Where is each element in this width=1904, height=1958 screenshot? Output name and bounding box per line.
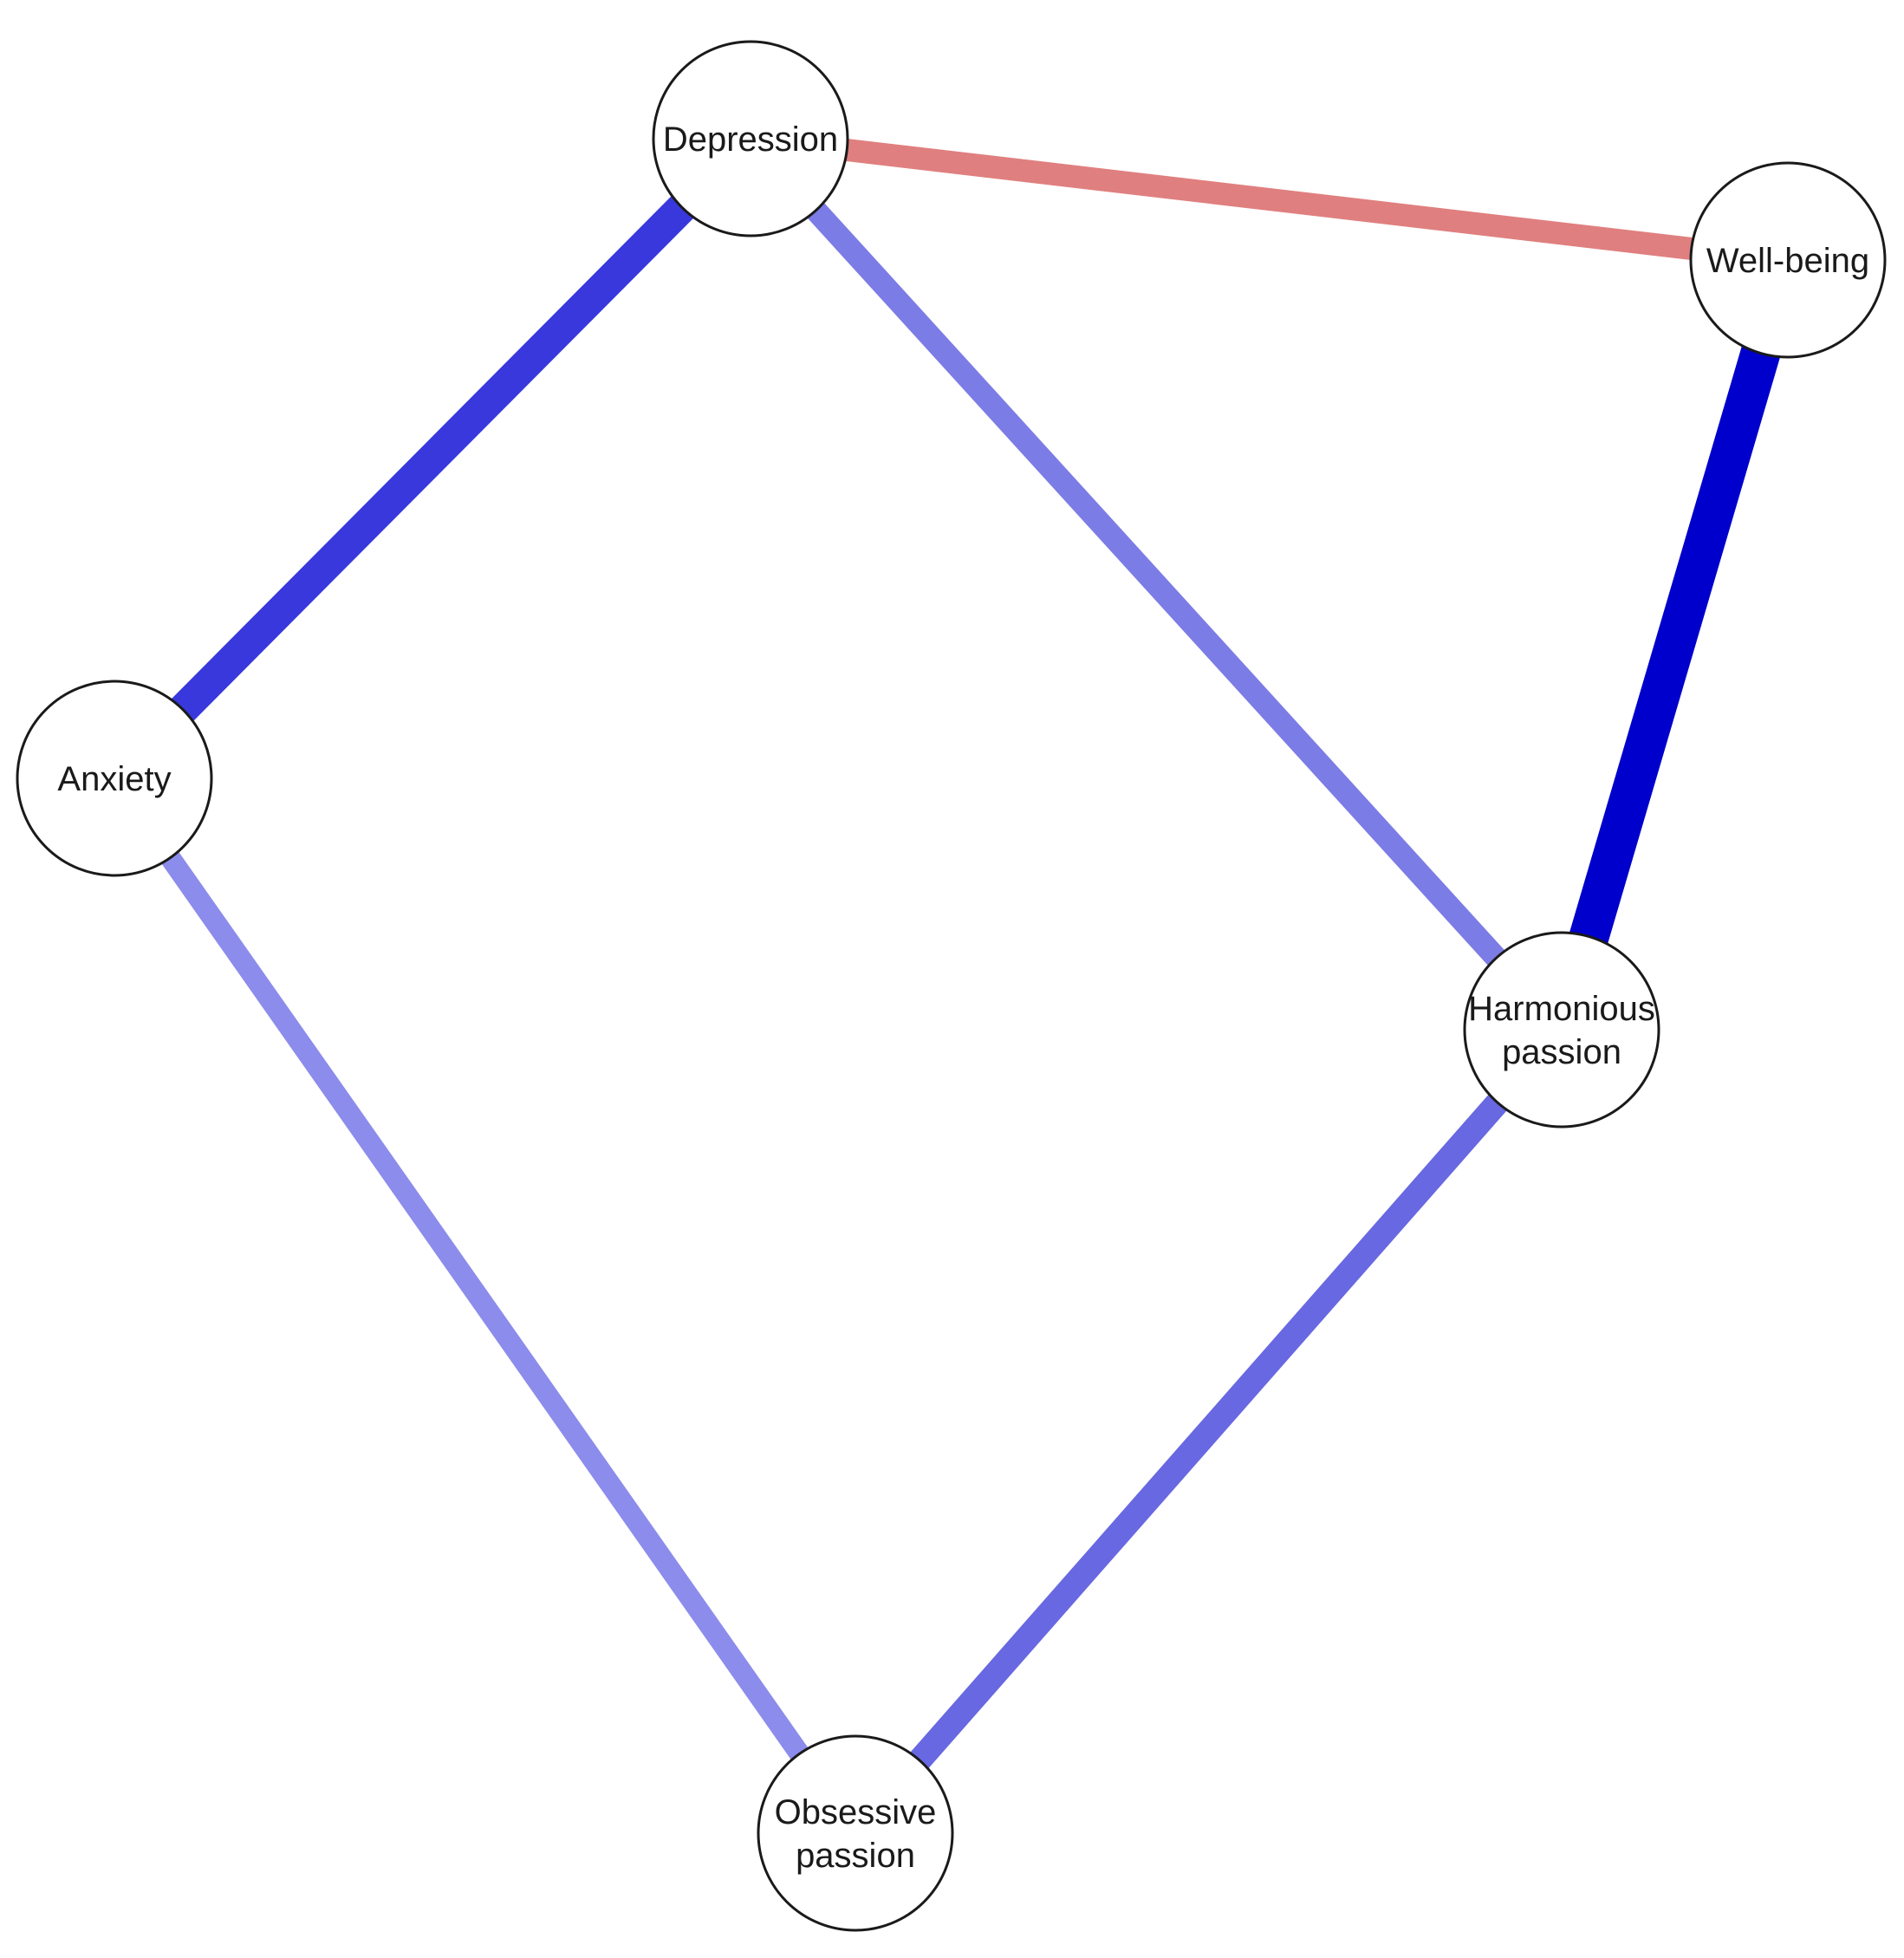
node-harmonious-passion: Harmonious passion <box>1463 931 1660 1129</box>
edge-depression-harmonious-passion <box>742 131 1570 1038</box>
node-label-well-being: Well-being <box>1706 242 1869 280</box>
node-depression: Depression <box>652 40 849 237</box>
node-label-obsessive-passion-line-1: Obsessive <box>775 1793 937 1831</box>
edge-depression-well-being <box>749 127 1790 271</box>
node-label-anxiety: Anxiety <box>57 760 171 798</box>
node-label-depression: Depression <box>663 120 838 159</box>
edges-layer <box>103 127 1808 1842</box>
edge-harmonious-passion-obsessive-passion <box>846 1021 1571 1842</box>
edge-depression-anxiety <box>103 127 762 790</box>
node-circle-well-being <box>1689 161 1887 359</box>
edge-well-being-harmonious-passion <box>1542 254 1808 1036</box>
node-circle-depression <box>652 40 849 237</box>
node-label-harmonious-passion-line-2: passion <box>1502 1033 1621 1071</box>
node-well-being: Well-being <box>1689 161 1887 359</box>
edge-anxiety-obsessive-passion <box>106 772 864 1839</box>
node-circle-anxiety <box>16 680 213 877</box>
node-circle-harmonious-passion <box>1463 931 1660 1129</box>
node-circle-obsessive-passion <box>757 1734 954 1932</box>
node-label-obsessive-passion-line-2: passion <box>796 1837 915 1875</box>
node-label-harmonious-passion-line-1: Harmonious <box>1468 990 1655 1028</box>
node-obsessive-passion: Obsessive passion <box>757 1734 954 1932</box>
node-anxiety: Anxiety <box>16 680 213 877</box>
